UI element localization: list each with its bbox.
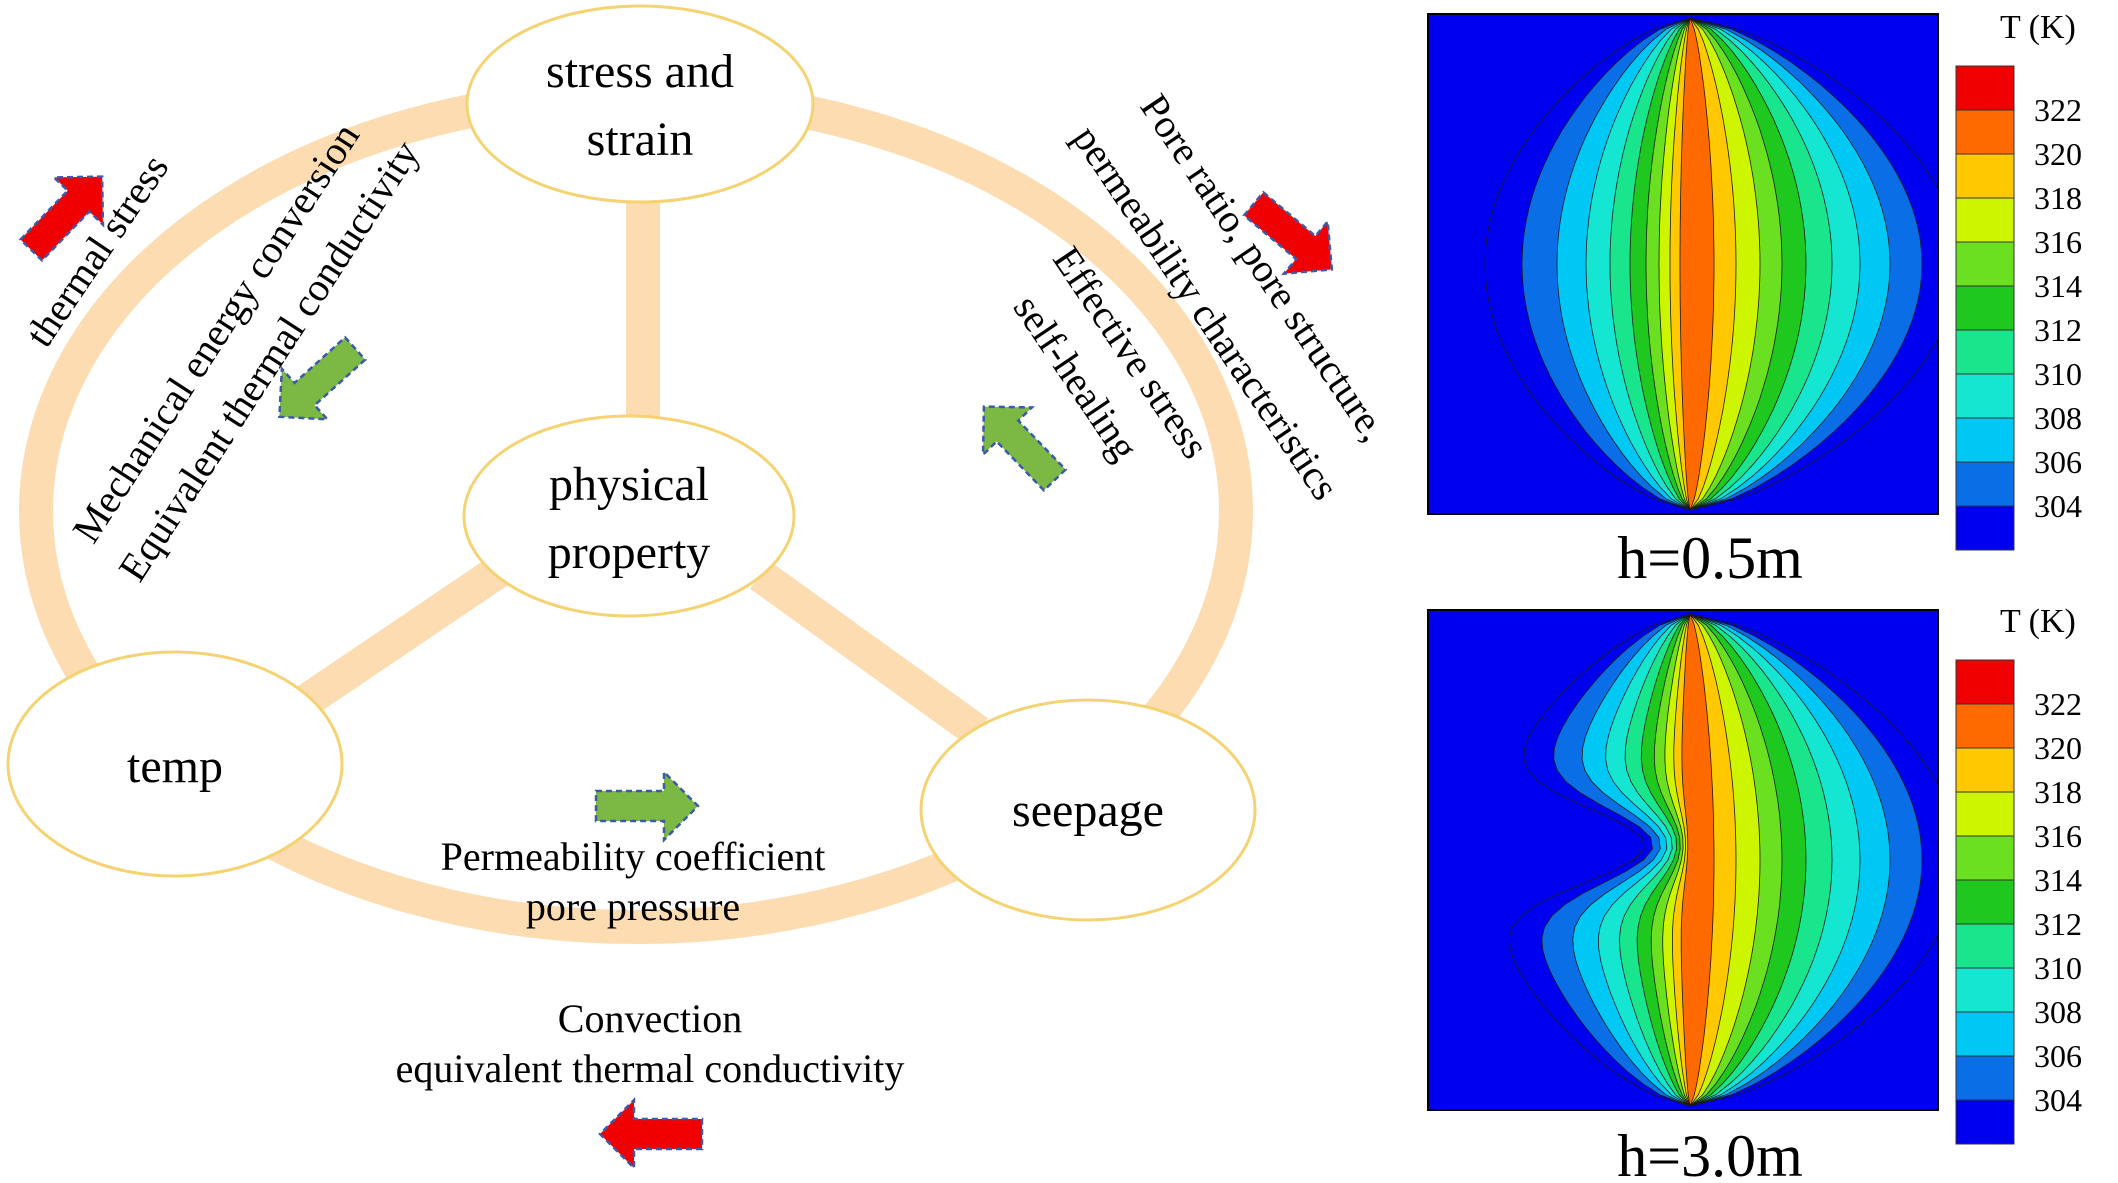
red-arrow-convection-icon xyxy=(598,1096,704,1172)
legend-swatch xyxy=(1955,373,2015,419)
node-temp-label: temp xyxy=(127,740,223,793)
node-physical-line1: physical xyxy=(549,458,709,511)
green-arrow-mechanical-icon xyxy=(278,335,367,421)
legend-title-h05: T (K) xyxy=(2000,9,2076,46)
legend-swatch xyxy=(1955,879,2015,925)
node-stress-line2: strain xyxy=(587,113,694,166)
legend-swatch xyxy=(1955,747,2015,793)
legend-swatch xyxy=(1955,65,2015,111)
legend-swatch xyxy=(1955,835,2015,881)
legend-swatch xyxy=(1955,703,2015,749)
legend-tick: 304 xyxy=(2034,488,2082,524)
legend-swatch xyxy=(1955,1011,2015,1057)
legend-tick: 322 xyxy=(2034,686,2082,722)
contour-band xyxy=(1679,16,1715,512)
node-stress-line1: stress and xyxy=(546,45,734,98)
legend-swatch xyxy=(1955,109,2015,155)
legend-tick: 310 xyxy=(2034,950,2082,986)
legend-swatch xyxy=(1955,659,2015,705)
legend-swatch xyxy=(1955,1099,2015,1145)
legend-swatch xyxy=(1955,505,2015,551)
contour-panel-h05: h=0.5m xyxy=(1427,13,1939,591)
legend-swatch xyxy=(1955,153,2015,199)
legend-tick: 314 xyxy=(2034,862,2082,898)
legend-h05: T (K) 322 320 318 316 314 312 310 308 306 304 xyxy=(1955,9,2082,551)
legend-swatch xyxy=(1955,197,2015,243)
node-temp: temp xyxy=(6,650,344,878)
spoke-seepage xyxy=(750,561,988,746)
legend-tick: 318 xyxy=(2034,180,2082,216)
panel-caption-h30: h=3.0m xyxy=(1617,1123,1803,1183)
red-arrow-pore-ratio-icon xyxy=(1242,190,1334,276)
legend-tick: 306 xyxy=(2034,444,2082,480)
green-arrow-permeability-icon xyxy=(594,768,700,844)
legend-tick: 316 xyxy=(2034,224,2082,260)
contour-panel-h30: h=3.0m xyxy=(1427,609,1939,1183)
node-physical-property: physical property xyxy=(462,414,796,618)
node-seepage: seepage xyxy=(919,698,1257,922)
label-pore-pressure: pore pressure xyxy=(526,884,740,929)
legend-swatch xyxy=(1955,1055,2015,1101)
node-stress-and-strain: stress and strain xyxy=(465,4,815,204)
legend-swatch xyxy=(1955,461,2015,507)
label-permeability-coefficient: Permeability coefficient xyxy=(441,834,826,879)
panel-caption-h05: h=0.5m xyxy=(1617,525,1803,591)
legend-tick: 316 xyxy=(2034,818,2082,854)
legend-h30: T (K) 322 320 318 316 314 312 310 308 306 304 xyxy=(1955,603,2082,1145)
legend-swatch xyxy=(1955,967,2015,1013)
node-seepage-label: seepage xyxy=(1012,784,1164,837)
contour-band xyxy=(1680,612,1715,1108)
legend-tick: 322 xyxy=(2034,92,2082,128)
legend-swatch xyxy=(1955,241,2015,287)
legend-swatch xyxy=(1955,791,2015,837)
legend-tick: 320 xyxy=(2034,136,2082,172)
legend-tick: 312 xyxy=(2034,312,2082,348)
legend-tick: 312 xyxy=(2034,906,2082,942)
legend-swatch xyxy=(1955,329,2015,375)
green-arrow-effective-stress-icon xyxy=(981,405,1068,493)
legend-tick: 314 xyxy=(2034,268,2082,304)
label-convection: Convection xyxy=(558,996,742,1041)
node-physical-line2: property xyxy=(548,526,711,579)
legend-swatch xyxy=(1955,923,2015,969)
red-arrow-thermal-stress-icon xyxy=(18,175,105,263)
legend-tick: 308 xyxy=(2034,400,2082,436)
coupling-diagram: stress and strain physical property temp… xyxy=(6,4,1397,1172)
legend-title-h30: T (K) xyxy=(2000,603,2076,640)
spoke-temp xyxy=(280,555,510,727)
legend-tick: 306 xyxy=(2034,1038,2082,1074)
label-equivalent-thermal-conductivity: equivalent thermal conductivity xyxy=(396,1046,905,1091)
legend-tick: 308 xyxy=(2034,994,2082,1030)
legend-swatch xyxy=(1955,285,2015,331)
legend-swatch xyxy=(1955,417,2015,463)
legend-tick: 318 xyxy=(2034,774,2082,810)
legend-tick: 304 xyxy=(2034,1082,2082,1118)
legend-tick: 320 xyxy=(2034,730,2082,766)
legend-tick: 310 xyxy=(2034,356,2082,392)
